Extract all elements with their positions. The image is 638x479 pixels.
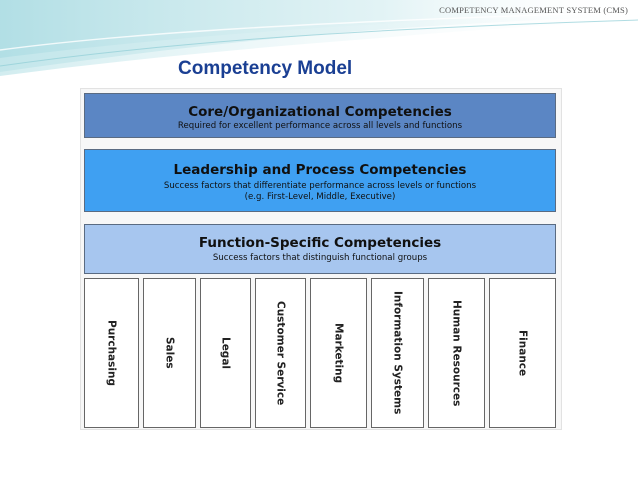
function-label: Finance bbox=[516, 329, 529, 377]
function-column-human-resources: Human Resources bbox=[428, 278, 485, 428]
function-label: Information Systems bbox=[391, 291, 404, 415]
band-leadership-subtitle: Success factors that differentiate perfo… bbox=[163, 181, 477, 191]
function-label: Marketing bbox=[332, 322, 345, 384]
slide-title: Competency Model bbox=[178, 58, 353, 79]
function-column-purchasing: Purchasing bbox=[84, 278, 139, 428]
band-function-subtitle: Success factors that distinguish functio… bbox=[212, 253, 428, 263]
function-column-legal: Legal bbox=[200, 278, 251, 428]
header-text: COMPETENCY MANAGEMENT SYSTEM (CMS) bbox=[439, 5, 628, 15]
band-function-competencies: Function-Specific Competencies Success f… bbox=[84, 224, 556, 274]
band-function-title: Function-Specific Competencies bbox=[198, 235, 442, 251]
band-leadership-competencies: Leadership and Process Competencies Succ… bbox=[84, 149, 556, 212]
competency-diagram: Core/Organizational Competencies Require… bbox=[80, 88, 562, 430]
band-core-subtitle: Required for excellent performance acros… bbox=[177, 121, 463, 131]
function-label: Legal bbox=[219, 336, 232, 369]
band-leadership-subtitle-2: (e.g. First-Level, Middle, Executive) bbox=[244, 192, 396, 202]
function-label: Purchasing bbox=[105, 320, 118, 386]
band-core-competencies: Core/Organizational Competencies Require… bbox=[84, 93, 556, 138]
band-core-title: Core/Organizational Competencies bbox=[188, 104, 452, 120]
function-column-finance: Finance bbox=[489, 278, 556, 428]
function-column-customer-service: Customer Service bbox=[255, 278, 306, 428]
function-label: Human Resources bbox=[450, 299, 463, 407]
function-label: Sales bbox=[163, 337, 176, 369]
function-column-sales: Sales bbox=[143, 278, 196, 428]
function-column-marketing: Marketing bbox=[310, 278, 367, 428]
function-column-information-systems: Information Systems bbox=[371, 278, 424, 428]
band-leadership-title: Leadership and Process Competencies bbox=[173, 162, 467, 178]
header-swoosh-decoration bbox=[0, 0, 638, 76]
function-label: Customer Service bbox=[274, 300, 287, 406]
function-columns: Purchasing Sales Legal Customer Service … bbox=[84, 278, 556, 428]
